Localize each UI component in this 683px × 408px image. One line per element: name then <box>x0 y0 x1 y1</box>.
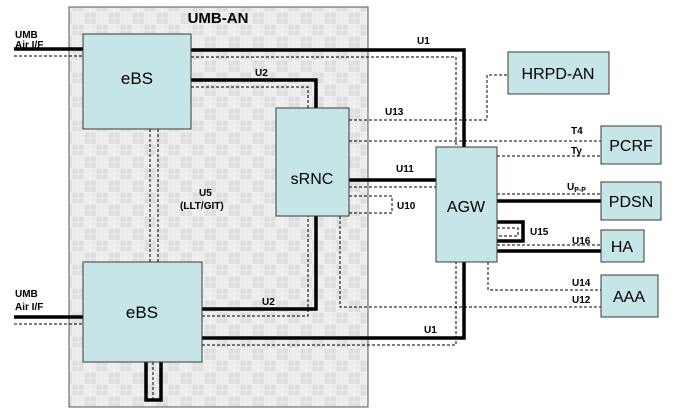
srnc-label: sRNC <box>291 171 334 188</box>
umb-an-title: UMB-AN <box>188 10 249 27</box>
ha-label: HA <box>611 239 634 256</box>
agw-label: AGW <box>447 199 486 216</box>
upp-label: UP-P <box>567 182 586 194</box>
air-if-top-label-2: Air I/F <box>15 40 43 51</box>
u1-top-line <box>191 48 466 147</box>
node-pdsn[interactable]: PDSN <box>600 181 662 221</box>
u15-loop <box>497 220 525 243</box>
node-agw[interactable]: AGW <box>435 146 498 263</box>
t4-label: T4 <box>571 126 583 137</box>
upp-main: U <box>567 182 574 193</box>
u1-bottom-line <box>202 262 466 340</box>
u12-label: U12 <box>572 295 591 306</box>
node-srnc[interactable]: sRNC <box>275 107 350 217</box>
ty-label: Ty <box>571 146 582 157</box>
u2-bottom-line <box>202 216 318 311</box>
u1-top-dash <box>191 56 457 147</box>
u16-label: U16 <box>572 236 591 247</box>
air-if-bottom-label-1: UMB <box>15 289 38 300</box>
upp-sub: P-P <box>574 187 586 194</box>
node-ebs-top[interactable]: eBS <box>82 33 192 130</box>
node-aaa[interactable]: AAA <box>600 274 659 318</box>
ebs-bottom-label: eBS <box>126 303 158 322</box>
air-if-top-label-1: UMB <box>15 30 38 41</box>
aaa-label: AAA <box>613 289 645 306</box>
u12-dash <box>339 216 601 308</box>
u15-dash <box>497 227 519 237</box>
ebs-top-label: eBS <box>121 69 153 88</box>
air-if-bottom-label-2: Air I/F <box>15 302 43 313</box>
node-ebs-bottom[interactable]: eBS <box>82 261 203 363</box>
u14-dash <box>487 262 601 291</box>
u5-sub-label: (LLT/GIT) <box>180 201 224 212</box>
u2-bottom-label: U2 <box>262 297 275 308</box>
u1-top-label: U1 <box>417 36 430 47</box>
node-pcrf[interactable]: PCRF <box>600 125 662 165</box>
u5-label: U5 <box>199 188 212 199</box>
u14-label: U14 <box>572 278 591 289</box>
u2-top-dash <box>191 86 309 108</box>
u13-dash <box>349 74 508 121</box>
dashed-connections <box>14 55 601 400</box>
pcrf-label: PCRF <box>609 138 653 155</box>
u10-label: U10 <box>397 201 416 212</box>
u11-label: U11 <box>396 164 414 175</box>
u1-bottom-label: U1 <box>424 325 437 336</box>
node-hrpd-an[interactable]: HRPD-AN <box>507 51 610 95</box>
u10-loop <box>349 195 393 214</box>
u2-bottom-dash <box>202 216 309 317</box>
hrpd-an-label: HRPD-AN <box>522 66 595 83</box>
pdsn-label: PDSN <box>609 194 653 211</box>
u15-label: U15 <box>530 227 549 238</box>
node-ha[interactable]: HA <box>600 229 645 263</box>
u2-top-label: U2 <box>255 68 268 79</box>
thick-connections <box>14 47 601 402</box>
u13-label: U13 <box>385 107 404 118</box>
u2-top-line <box>191 78 318 108</box>
